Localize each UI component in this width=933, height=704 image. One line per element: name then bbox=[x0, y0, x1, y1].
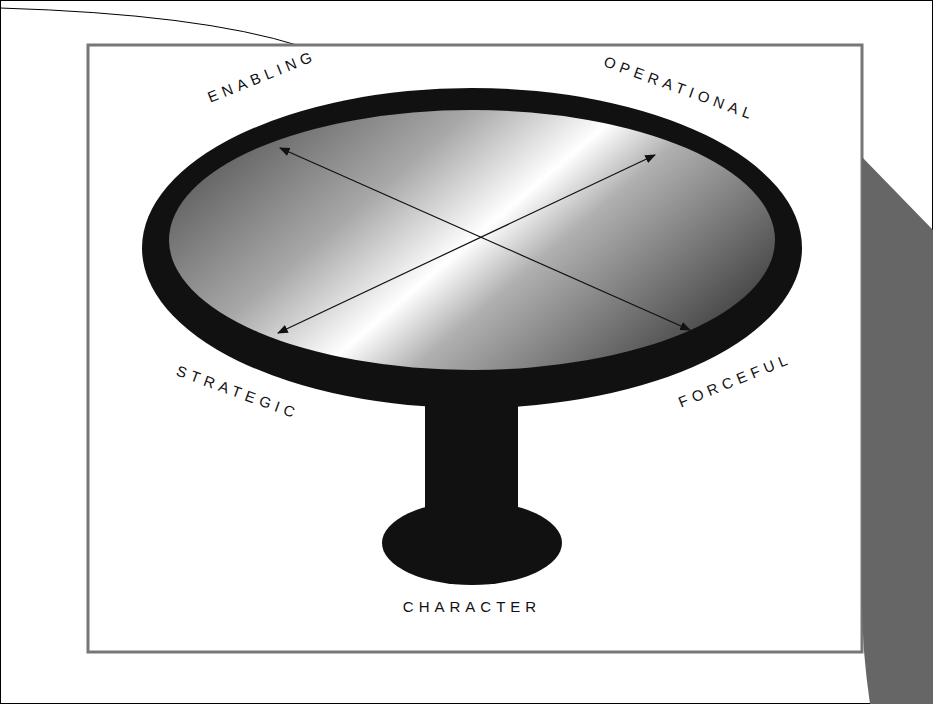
page-curl-line bbox=[0, 8, 300, 46]
table-rim bbox=[142, 88, 802, 408]
rim-label: CHARACTER bbox=[403, 599, 541, 614]
table-pedestal bbox=[425, 390, 518, 545]
table-top bbox=[169, 110, 775, 370]
double-arrow bbox=[278, 155, 655, 333]
slide-frame bbox=[88, 45, 862, 652]
page-fold bbox=[862, 157, 933, 704]
